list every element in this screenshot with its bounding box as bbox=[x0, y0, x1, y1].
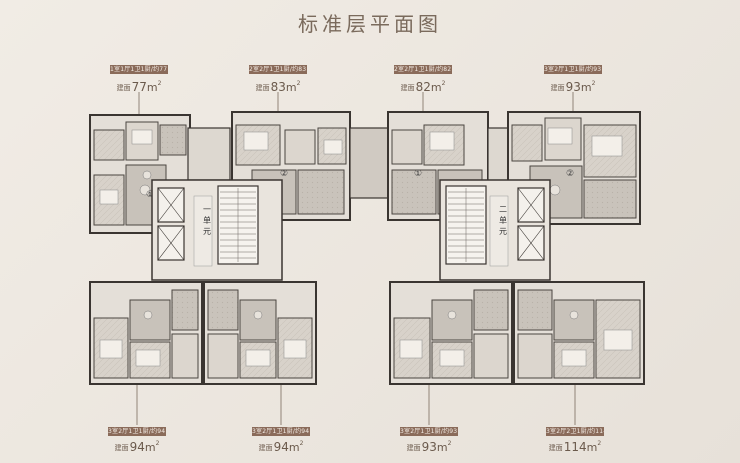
unit-type-tag: 1室1厅1卫1厨/约77㎡ bbox=[110, 65, 168, 74]
unit-area-93: 建面93m2 bbox=[406, 440, 452, 454]
unit-type-tag: 3室2厅1卫1厨/约93㎡ bbox=[544, 65, 602, 74]
unit-plan-114 bbox=[513, 281, 645, 385]
unit-area-83: 建面83m2 bbox=[255, 80, 301, 94]
unit-number-icon: ① bbox=[146, 190, 154, 200]
unit-area-93: 建面93m2 bbox=[550, 80, 596, 94]
unit-area-114: 建面114m2 bbox=[548, 440, 602, 454]
unit-plan-94-left bbox=[89, 281, 203, 385]
unit-plan-82: ① bbox=[387, 111, 489, 221]
corridor bbox=[349, 127, 389, 199]
unit-type-tag: 3室2厅1卫1厨/约93㎡ bbox=[400, 427, 458, 436]
unit-number-icon: ② bbox=[280, 169, 288, 179]
unit-number-icon: ② bbox=[566, 169, 574, 179]
unit-plan-93: ② bbox=[507, 111, 641, 225]
unit-type-tag: 2室2厅1卫1厨/约82㎡ bbox=[394, 65, 452, 74]
unit-type-tag: 3室2厅1卫1厨/约94㎡ bbox=[252, 427, 310, 436]
unit-plan-94-right bbox=[203, 281, 317, 385]
corridor bbox=[487, 127, 509, 185]
unit-number-icon: ① bbox=[414, 169, 422, 179]
unit-plan-77: ① bbox=[89, 114, 191, 234]
stair-label-unit1: 一单元 bbox=[203, 205, 211, 236]
unit-type-tag: 3室2厅1卫1厨/约94㎡ bbox=[108, 427, 166, 436]
unit-area-77: 建面77m2 bbox=[116, 80, 162, 94]
unit-area-94: 建面94m2 bbox=[258, 440, 304, 454]
stair-label-unit2: 二单元 bbox=[499, 205, 507, 236]
corridor bbox=[187, 127, 231, 181]
unit-area-82: 建面82m2 bbox=[400, 80, 446, 94]
page-title: 标准层平面图 bbox=[298, 12, 442, 36]
unit-plan-93-bottom bbox=[389, 281, 513, 385]
unit-area-94: 建面94m2 bbox=[114, 440, 160, 454]
stair-core-unit2 bbox=[439, 179, 551, 281]
unit-type-tag: 2室2厅1卫1厨/约83㎡ bbox=[249, 65, 307, 74]
unit-type-tag: 3室2厅2卫1厨/约114㎡ bbox=[546, 427, 604, 436]
stair-core-unit1 bbox=[151, 179, 283, 281]
